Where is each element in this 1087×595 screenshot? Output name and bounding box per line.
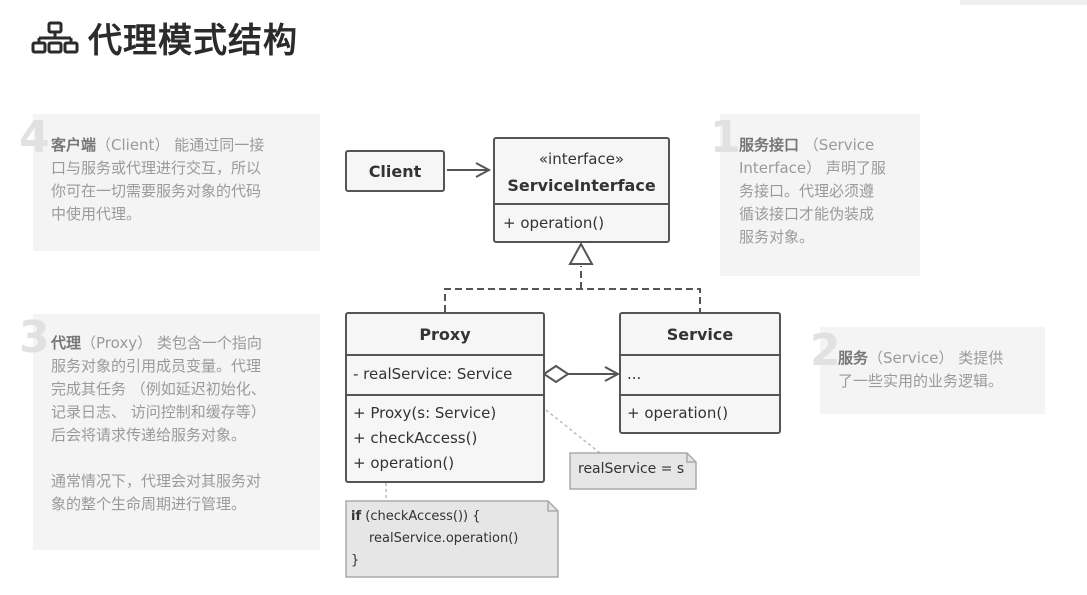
top-decoration-strip	[960, 0, 1087, 5]
aggregation-diamond	[542, 364, 570, 384]
step-number: 4	[19, 112, 50, 163]
service-class-box: Service ... + operation()	[619, 312, 781, 434]
proxy-note: 3 代理（Proxy） 类包含一个指向 服务对象的引用成员变量。代理 完成其任务…	[19, 314, 320, 550]
page-title-text: 代理模式结构	[88, 20, 298, 61]
proxy-method: + operation()	[353, 454, 455, 472]
note-lead: 服务接口	[739, 136, 800, 154]
service-field: ...	[627, 365, 642, 383]
note-lead: 代理	[51, 334, 82, 352]
constructor-note-shape	[569, 452, 697, 490]
note-lead: 服务	[838, 349, 869, 367]
service-interface-box: «interface» ServiceInterface + operation…	[493, 137, 670, 243]
interface-method: + operation()	[503, 214, 605, 232]
service-header: Service	[621, 314, 779, 356]
proxy-class-name: Proxy	[419, 325, 471, 344]
service-note-text: 服务（Service） 类提供 了一些实用的业务逻辑。	[838, 349, 1004, 390]
code-note: if (checkAccess()) { realService.operati…	[345, 500, 558, 577]
step-number: 1	[710, 112, 741, 163]
service-interface-note-text: 服务接口 （Service Interface） 声明了服 务接口。代理必须遵 …	[739, 136, 886, 246]
realization-dashed-line	[444, 288, 701, 312]
service-class-name: Service	[666, 325, 734, 344]
page-title: 代理模式结构	[30, 12, 298, 62]
constructor-note-text: realService = s	[578, 461, 685, 477]
service-interface-note: 1 服务接口 （Service Interface） 声明了服 务接口。代理必须…	[710, 114, 920, 276]
interface-stereotype: «interface»	[538, 150, 625, 168]
aggregation-arrowhead	[604, 366, 621, 382]
client-class-box: Client	[345, 150, 445, 192]
service-interface-header: «interface» ServiceInterface	[495, 139, 668, 205]
hierarchy-icon	[31, 21, 79, 54]
proxy-class-box: Proxy - realService: Service + Proxy(s: …	[345, 312, 545, 483]
step-number: 2	[810, 325, 841, 376]
service-method: + operation()	[627, 404, 729, 422]
code-note-shape	[345, 500, 559, 578]
service-interface-name: ServiceInterface	[507, 176, 656, 195]
association-arrowhead	[475, 162, 492, 178]
realization-triangle	[568, 241, 594, 265]
service-note: 2 服务（Service） 类提供 了一些实用的业务逻辑。	[810, 327, 1045, 414]
client-note: 4 客户端（Client） 能通过同一接 口与服务或代理进行交互，所以 你可在一…	[19, 114, 320, 251]
code-line-2: realService.operation()	[369, 531, 519, 546]
proxy-header: Proxy	[347, 314, 543, 356]
code-line-1: if (checkAccess()) {	[351, 509, 481, 524]
proxy-method: + Proxy(s: Service)	[353, 404, 497, 422]
proxy-field: - realService: Service	[353, 365, 513, 383]
client-class-name: Client	[368, 162, 422, 181]
proxy-method: + checkAccess()	[353, 429, 478, 447]
constructor-note-link	[545, 409, 601, 454]
service-fields: ...	[621, 356, 779, 396]
proxy-note-text: 代理（Proxy） 类包含一个指向 服务对象的引用成员变量。代理 完成其任务 （…	[51, 334, 266, 513]
client-note-text: 客户端（Client） 能通过同一接 口与服务或代理进行交互，所以 你可在一切需…	[51, 136, 265, 223]
step-number: 3	[19, 312, 50, 363]
proxy-fields: - realService: Service	[347, 356, 543, 396]
code-line-3: }	[351, 553, 360, 568]
note-lead: 客户端	[51, 136, 97, 154]
